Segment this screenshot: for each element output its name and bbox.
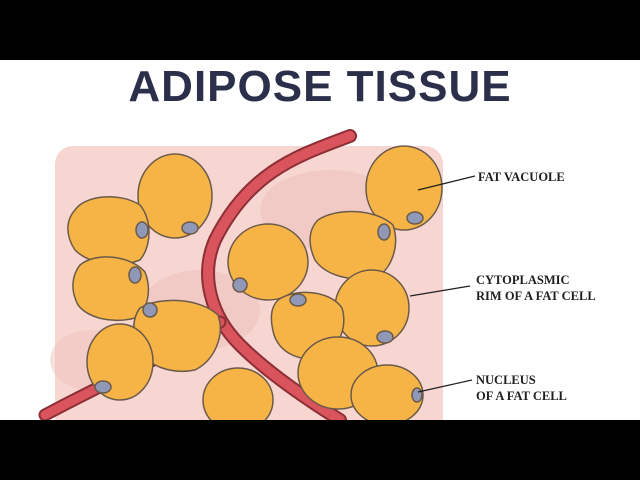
leader-cytoplasmic-rim: [409, 285, 471, 297]
label-fat-vacuole: FAT VACUOLE: [478, 169, 565, 185]
fat-cell: [133, 299, 221, 372]
fat-cell: [365, 145, 443, 231]
leader-fat-vacuole: [417, 175, 476, 191]
diagram-title: ADIPOSE TISSUE: [128, 62, 512, 111]
fat-cell: [86, 323, 154, 401]
label-leaders: [409, 175, 476, 393]
label-cytoplasmic-rim: CYTOPLASMIC RIM OF A FAT CELL: [476, 272, 596, 304]
label-nucleus-line2: OF A FAT CELL: [476, 389, 567, 403]
fat-cell: [72, 256, 150, 322]
label-cytoplasmic-rim-line2: RIM OF A FAT CELL: [476, 289, 596, 303]
fat-cells: [67, 145, 443, 420]
label-fat-vacuole-text: FAT VACUOLE: [478, 170, 565, 184]
label-nucleus: NUCLEUS OF A FAT CELL: [476, 372, 567, 404]
fat-cell: [350, 364, 424, 420]
fat-cell: [227, 223, 309, 301]
fat-cell: [334, 269, 410, 347]
label-cytoplasmic-rim-line1: CYTOPLASMIC: [476, 273, 570, 287]
fat-cell: [202, 367, 274, 420]
fat-cell: [137, 153, 213, 239]
diagram-area: ADIPOSE TISSUE: [0, 60, 640, 420]
label-nucleus-line1: NUCLEUS: [476, 373, 536, 387]
fat-cell: [67, 196, 150, 266]
fat-cell: [309, 210, 397, 280]
adipose-tissue-illustration: [38, 129, 476, 420]
leader-nucleus: [417, 379, 473, 393]
